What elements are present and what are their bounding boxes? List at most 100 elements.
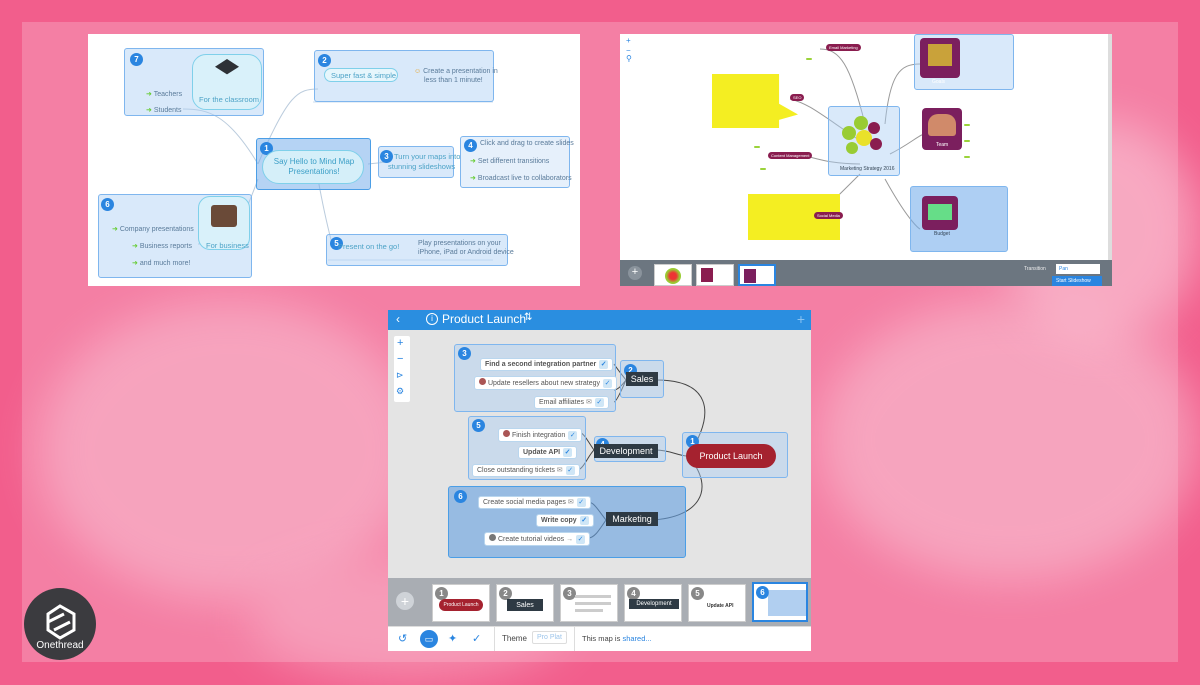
- budget-image: [928, 204, 952, 220]
- check-icon: ✓: [568, 431, 578, 440]
- slide-thumb[interactable]: [696, 264, 734, 286]
- add-slide-icon[interactable]: +: [396, 592, 414, 610]
- task-item[interactable]: Write copy✓: [536, 514, 594, 527]
- zoom-in-icon[interactable]: +: [626, 36, 631, 45]
- arrow-icon: ➜: [132, 260, 138, 267]
- development-node[interactable]: Development: [594, 444, 658, 458]
- scrollbar[interactable]: [1108, 34, 1112, 260]
- theme-select[interactable]: Pro Plat: [532, 631, 567, 644]
- bubble: [868, 122, 880, 134]
- reports-item: ➜ Business reports: [132, 243, 192, 250]
- info-icon[interactable]: i: [426, 313, 438, 325]
- share-icon: →: [566, 536, 574, 543]
- map-title[interactable]: Product Launch: [442, 312, 527, 326]
- thumb-number: 3: [563, 587, 576, 600]
- marketing-node[interactable]: Marketing: [606, 512, 658, 526]
- back-chevron-icon[interactable]: ‹: [396, 312, 400, 326]
- thumb-number: 1: [435, 587, 448, 600]
- add-icon[interactable]: +: [796, 311, 805, 327]
- task-item[interactable]: Close outstanding tickets ✉✓: [472, 464, 580, 477]
- task-item[interactable]: Create tutorial videos →✓: [484, 532, 591, 546]
- root-node[interactable]: Product Launch: [686, 444, 776, 468]
- avatar: [479, 378, 486, 385]
- sort-icon[interactable]: ⇅: [524, 312, 533, 323]
- task-item[interactable]: Find a second integration partner✓: [480, 358, 614, 371]
- slide-number-badge: 4: [464, 139, 477, 152]
- screenshot-product-launch: ‹ i Product Launch ⇅ + + − ⊳ ⚙ 3 2 Sales…: [388, 310, 811, 651]
- slide-thumb-active[interactable]: [738, 264, 776, 286]
- start-slideshow-button[interactable]: Start Slideshow: [1052, 276, 1102, 286]
- team-image: [928, 114, 956, 136]
- thumb-label: Sales: [507, 599, 543, 611]
- sales-node[interactable]: Sales: [626, 372, 658, 386]
- slide-thumb-active[interactable]: 6: [752, 582, 808, 622]
- arrow-icon: ➜: [146, 107, 152, 114]
- slide-thumb[interactable]: 1 Product Launch: [432, 584, 490, 622]
- arrow-icon: ➜: [132, 243, 138, 250]
- slide-number-badge: 3: [458, 347, 471, 360]
- green-node: [754, 146, 760, 148]
- slide-5-frame[interactable]: [326, 234, 508, 266]
- thumb-line: [575, 595, 611, 598]
- thumb-number: 6: [756, 586, 769, 599]
- zoom-out-icon[interactable]: −: [626, 46, 631, 55]
- task-item[interactable]: Update API✓: [518, 446, 578, 459]
- transition-label: Transition: [1024, 266, 1046, 272]
- seo-node[interactable]: SEO: [790, 94, 805, 101]
- onethread-logo: Onethread: [24, 588, 96, 660]
- slide-number-badge: 5: [330, 237, 343, 250]
- mail-icon: ✉: [567, 499, 574, 506]
- bubble: [870, 138, 882, 150]
- task-item[interactable]: Update resellers about new strategy✓: [474, 376, 618, 390]
- zoom-in-icon[interactable]: +: [397, 337, 404, 349]
- social-node[interactable]: Social Media: [814, 212, 843, 219]
- slide-number-badge: 6: [454, 490, 467, 503]
- checkmark-icon[interactable]: ✓: [472, 633, 482, 645]
- bubble: [842, 126, 856, 140]
- task-item[interactable]: Email affiliates ✉✓: [534, 396, 609, 409]
- green-node: [760, 168, 766, 170]
- task-item[interactable]: Finish integration✓: [498, 428, 583, 442]
- check-icon: ✓: [594, 398, 604, 407]
- slide-thumb[interactable]: 4 Development: [624, 584, 682, 622]
- super-fast-node[interactable]: Super fast & simple: [324, 68, 398, 82]
- thumb-label: Update API: [707, 603, 734, 609]
- add-slide-icon[interactable]: +: [628, 266, 642, 280]
- slide-thumb[interactable]: 3: [560, 584, 618, 622]
- screenshot-mind-map-presentations: 7 For the classroom ➜ Teachers ➜ Student…: [88, 34, 580, 286]
- slide-4-frame[interactable]: [460, 136, 570, 188]
- turn-maps-label-2: stunning slideshows: [388, 162, 456, 171]
- create-pres-text: ☺ Create a presentation in: [414, 68, 498, 75]
- transition-select[interactable]: Pan: [1056, 264, 1100, 274]
- check-icon: ✓: [579, 516, 589, 525]
- shared-link[interactable]: shared...: [622, 634, 652, 643]
- slide-thumb[interactable]: [654, 264, 692, 286]
- transitions-item: ➜ Set different transitions: [470, 158, 550, 165]
- history-icon[interactable]: ↺: [398, 633, 408, 645]
- layout-icon[interactable]: ⊳: [396, 370, 404, 380]
- green-node: [806, 58, 812, 60]
- company-item: ➜ Company presentations: [112, 226, 194, 233]
- slide-thumb[interactable]: 5 Update API: [688, 584, 746, 622]
- graduation-cap-icon: [215, 59, 239, 75]
- play-pres-text: Play presentations on your: [418, 240, 501, 247]
- magic-wand-icon[interactable]: ✦: [448, 633, 458, 645]
- presentation-icon[interactable]: ▭: [420, 630, 438, 648]
- slide-thumb[interactable]: 2 Sales: [496, 584, 554, 622]
- business-node[interactable]: [198, 196, 250, 250]
- layout-icon[interactable]: ⚲: [626, 54, 632, 63]
- email-node[interactable]: Email Marketing: [826, 44, 861, 51]
- goals-label: Goals: [932, 79, 946, 85]
- content-node[interactable]: Content Management: [768, 152, 813, 159]
- slides-bar: + Transition Pan Start Slideshow: [620, 260, 1112, 286]
- center-cluster: [842, 116, 886, 158]
- thumb-number: 5: [691, 587, 704, 600]
- slide-number-badge: 5: [472, 419, 485, 432]
- task-item[interactable]: Create social media pages ✉✓: [478, 496, 591, 509]
- zoom-out-icon[interactable]: −: [397, 353, 404, 365]
- center-node[interactable]: Say Hello to Mind Map Presentations!: [262, 150, 364, 184]
- settings-icon[interactable]: ⚙: [396, 386, 405, 396]
- classroom-node[interactable]: For the classroom: [192, 54, 262, 110]
- green-node: [964, 124, 970, 126]
- arrow-icon: ➜: [146, 91, 152, 98]
